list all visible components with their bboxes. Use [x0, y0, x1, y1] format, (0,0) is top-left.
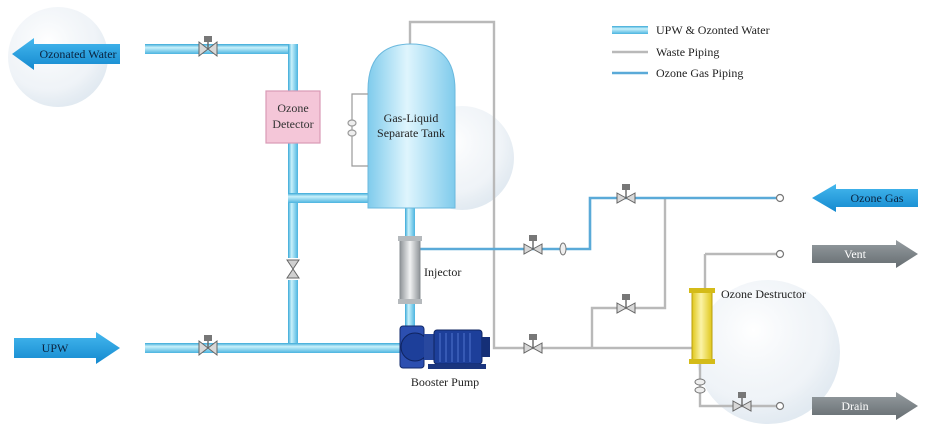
valve-ozonated-water[interactable]	[198, 36, 218, 58]
water-piping	[145, 44, 415, 353]
tank-label-2: Separate Tank	[377, 126, 445, 140]
gas-liquid-separate-tank: Gas-Liquid Separate Tank	[367, 43, 456, 209]
check-valve-ozone-gas	[559, 242, 567, 256]
legend-ozone-label: Ozone Gas Piping	[656, 66, 743, 80]
arrow-ozonated-water-label: Ozonated Water	[39, 47, 116, 61]
booster-pump: Booster Pump	[399, 325, 490, 389]
legend: UPW & Ozonted Water Waste Piping Ozone G…	[612, 23, 770, 80]
valve-drain[interactable]	[732, 392, 752, 412]
valve-waste-lower[interactable]	[523, 334, 543, 354]
bubble-bottom-right	[696, 280, 840, 424]
legend-water-label: UPW & Ozonted Water	[656, 23, 770, 37]
ozone-detector-label-2: Detector	[272, 117, 313, 131]
terminal-drain	[775, 401, 785, 411]
valve-ozone-gas-injector[interactable]	[523, 235, 543, 255]
level-gauge	[347, 93, 368, 167]
ozone-gas-piping	[420, 196, 778, 251]
valve-upw[interactable]	[198, 335, 218, 357]
injector: Injector	[398, 236, 461, 304]
arrow-upw: UPW	[14, 332, 120, 364]
arrow-ozone-gas: Ozone Gas	[812, 184, 918, 212]
booster-pump-label: Booster Pump	[411, 375, 479, 389]
check-valve-drain	[694, 378, 706, 394]
arrow-vent-label: Vent	[844, 247, 867, 261]
valve-ozone-gas-inlet[interactable]	[616, 184, 636, 204]
injector-label: Injector	[424, 265, 461, 279]
ozone-detector-label-1: Ozone	[277, 101, 308, 115]
legend-swatch-water	[612, 26, 648, 34]
arrow-ozone-gas-label: Ozone Gas	[851, 191, 904, 205]
tank-label-1: Gas-Liquid	[384, 111, 439, 125]
arrow-drain: Drain	[812, 392, 918, 420]
arrow-vent: Vent	[812, 240, 918, 268]
terminal-vent	[775, 249, 785, 259]
ozone-destructor: Ozone Destructor	[689, 287, 806, 364]
arrow-upw-label: UPW	[42, 341, 69, 355]
arrow-drain-label: Drain	[841, 399, 868, 413]
valve-waste-upper[interactable]	[616, 294, 636, 314]
ozone-detector: Ozone Detector	[265, 90, 321, 144]
terminal-ozone-gas	[775, 193, 785, 203]
check-valve-bypass[interactable]	[286, 258, 300, 280]
ozone-destructor-label: Ozone Destructor	[721, 287, 806, 301]
legend-waste-label: Waste Piping	[656, 45, 719, 59]
arrow-ozonated-water: Ozonated Water	[12, 38, 120, 70]
